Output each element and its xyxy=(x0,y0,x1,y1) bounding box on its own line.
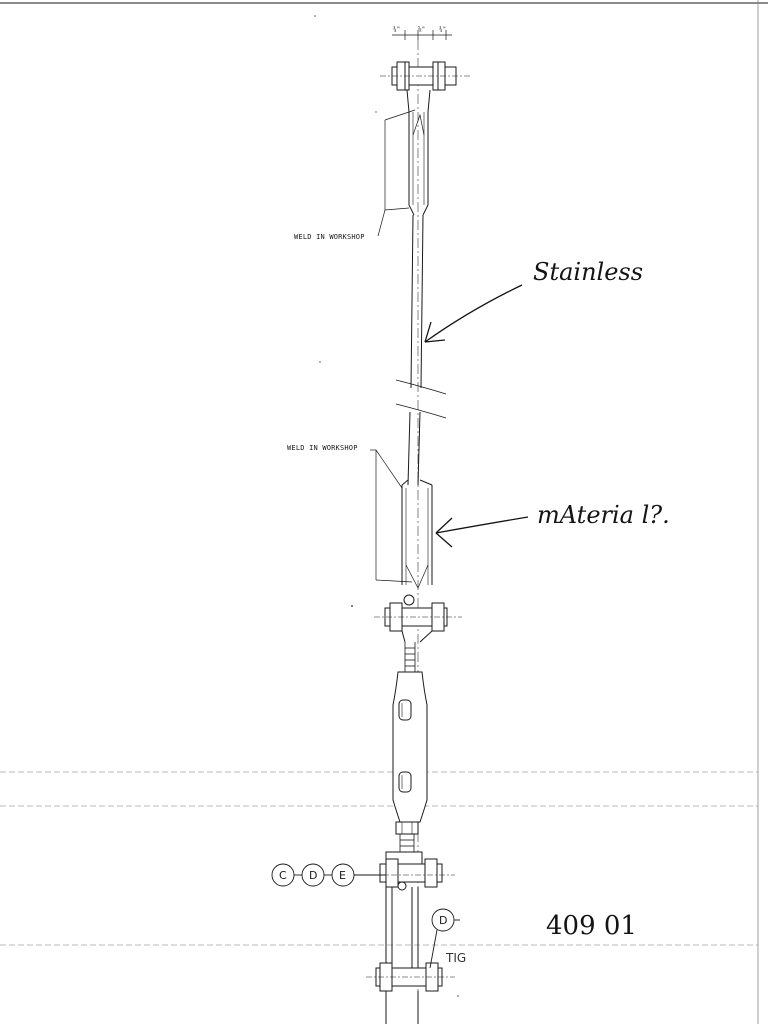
break-lines xyxy=(395,379,447,419)
upper-fork-plates xyxy=(406,89,431,216)
dimension-center: ⅝" xyxy=(418,26,425,33)
hex-nut xyxy=(395,821,419,835)
bubble-group xyxy=(271,863,386,887)
tig-label: TIG xyxy=(445,951,466,965)
upper-weld-leader xyxy=(377,109,416,237)
lower-clevis-bolt xyxy=(355,851,455,891)
arrow-stainless xyxy=(424,284,523,343)
bubble-e-label: E xyxy=(339,869,346,882)
dimension-right: ¾" xyxy=(439,26,446,33)
threaded-rod-upper xyxy=(404,642,416,672)
weld-in-workshop-label-lower: WELD IN WORKSHOP xyxy=(287,444,358,452)
bubble-c-label: C xyxy=(279,869,287,882)
tig-callout xyxy=(429,908,460,969)
lower-rod xyxy=(407,411,421,486)
bubble-d-lower-label: D xyxy=(439,914,447,927)
bottom-clevis-bolt xyxy=(366,962,455,1024)
lower-sleeve xyxy=(401,479,433,606)
bubble-d-label: D xyxy=(309,869,317,882)
threaded-rod-lower xyxy=(399,834,415,852)
lower-weld-leader xyxy=(370,449,413,583)
dimension-left: ¾" xyxy=(393,26,400,33)
annotation-stainless: Stainless xyxy=(533,258,643,286)
arrow-material xyxy=(435,516,529,548)
upper-clevis-bolt xyxy=(380,61,470,91)
upper-rod xyxy=(410,214,424,389)
turnbuckle xyxy=(392,671,428,823)
top-dimension xyxy=(392,30,452,40)
weld-in-workshop-label-upper: WELD IN WORKSHOP xyxy=(294,233,365,241)
scan-specks xyxy=(314,15,459,997)
annotation-material: mAteria l?. xyxy=(537,501,670,529)
sheet-number: 409 01 xyxy=(546,911,637,941)
lower-fork-plates xyxy=(385,887,419,975)
middle-clevis-bolt xyxy=(374,602,462,643)
